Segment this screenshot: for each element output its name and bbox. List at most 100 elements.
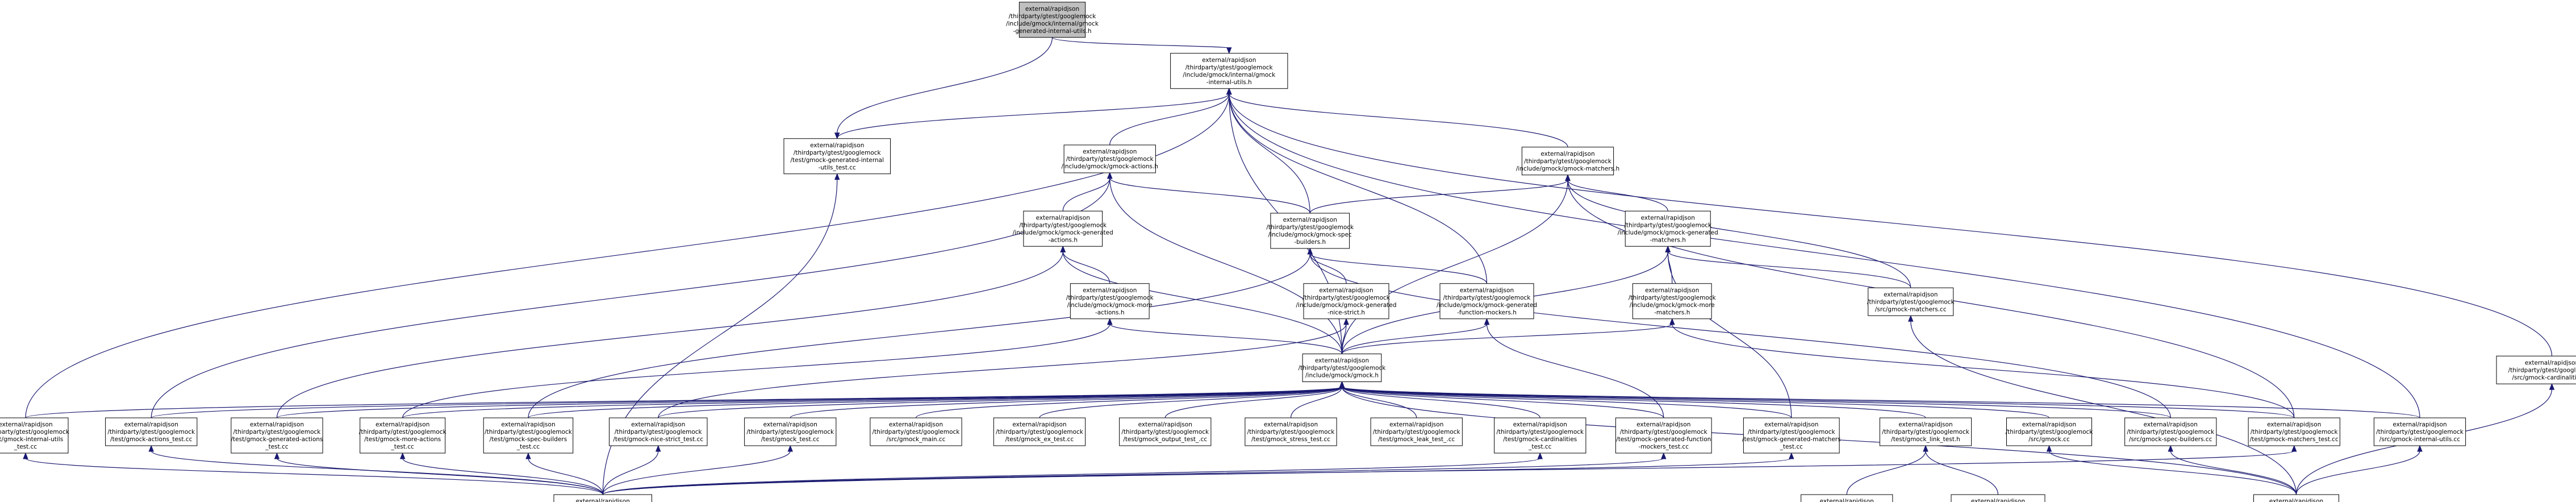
edge-arrowhead — [2549, 383, 2555, 390]
node-label-line: external/rapidjson — [889, 421, 943, 428]
edge-arrowhead — [1343, 318, 1349, 325]
node-label-line: -mockers_test.cc — [1639, 443, 1689, 450]
node-gen-actions-test[interactable]: external/rapidjson/thirdparty/gtest/goog… — [231, 417, 323, 454]
node-label-line: /include/gmock/internal/gmock — [1006, 20, 1099, 27]
node-box — [1868, 287, 1954, 316]
node-label-line: /include/gmock/gmock-more — [1067, 302, 1153, 309]
node-label-line: external/rapidjson — [1641, 214, 1695, 221]
edge-arrowhead — [1107, 318, 1113, 325]
node-label-line: /src/gmock-cardinalities.cc — [2512, 374, 2576, 381]
node-label-line: /thirdparty/gtest/googlemock — [1066, 156, 1154, 163]
node-box — [2253, 494, 2339, 502]
node-root[interactable]: external/rapidjson/thirdparty/gtest/goog… — [1006, 2, 1099, 38]
node-more-matchers-h[interactable]: external/rapidjson/thirdparty/gtest/goog… — [1629, 283, 1717, 320]
node-label-line: external/rapidjson — [250, 421, 304, 428]
node-ex-test[interactable]: external/rapidjson/thirdparty/gtest/goog… — [993, 417, 1086, 446]
node-box — [1439, 283, 1534, 320]
node-link-test-cc[interactable]: external/rapidjson/thirdparty/gtest/goog… — [1951, 494, 2045, 502]
node-label-line: external/rapidjson — [1460, 287, 1514, 294]
edge-arrowhead — [1661, 452, 1667, 459]
edge-gmock-h-to-actions-h — [1107, 172, 1343, 354]
node-spec-builders-test[interactable]: external/rapidjson/thirdparty/gtest/goog… — [483, 417, 574, 454]
node-output-test[interactable]: external/rapidjson/thirdparty/gtest/goog… — [1119, 417, 1212, 446]
node-link2-test[interactable]: external/rapidjson/thirdparty/gtest/goog… — [1801, 494, 1893, 502]
node-label-line: /thirdparty/gtest/googlemock — [794, 150, 882, 156]
node-label-line: /thirdparty/gtest/googlemock — [1620, 429, 1708, 435]
edge-line — [1341, 386, 2420, 418]
edge-all-test-to-more-actions-test — [400, 452, 603, 495]
node-label-line: -actions.h — [1095, 309, 1125, 316]
node-more-actions-h[interactable]: external/rapidjson/thirdparty/gtest/goog… — [1066, 283, 1154, 320]
node-matchers-cc[interactable]: external/rapidjson/thirdparty/gtest/goog… — [1867, 287, 1955, 316]
node-internal-utils-h[interactable]: external/rapidjson/thirdparty/gtest/goog… — [1170, 53, 1288, 89]
node-cardinalities-cc[interactable]: external/rapidjson/thirdparty/gtest/goog… — [2496, 355, 2576, 384]
edge-more-actions-test-to-more-actions-h — [402, 318, 1113, 418]
edge-arrowhead — [2168, 445, 2173, 452]
node-matchers-h[interactable]: external/rapidjson/thirdparty/gtest/goog… — [1516, 147, 1619, 176]
node-actions-test[interactable]: external/rapidjson/thirdparty/gtest/goog… — [105, 417, 198, 446]
edge-arrowhead — [1060, 245, 1066, 252]
node-internal-utils-cc[interactable]: external/rapidjson/thirdparty/gtest/goog… — [2373, 417, 2466, 446]
edge-line — [1341, 386, 1664, 418]
node-box — [1632, 283, 1712, 320]
node-gen-actions-h[interactable]: external/rapidjson/thirdparty/gtest/goog… — [1013, 210, 1113, 247]
node-leak-test[interactable]: external/rapidjson/thirdparty/gtest/goog… — [1370, 417, 1463, 446]
node-spec-builders-h[interactable]: external/rapidjson/thirdparty/gtest/goog… — [1266, 213, 1354, 249]
node-label-line: /thirdparty/gtest/googlemock — [1066, 294, 1154, 301]
edge-line — [1846, 450, 1926, 495]
node-label-line: -matchers.h — [1650, 237, 1686, 243]
node-gen-nice-strict-h[interactable]: external/rapidjson/thirdparty/gtest/goog… — [1296, 283, 1397, 320]
node-cardinalities-test[interactable]: external/rapidjson/thirdparty/gtest/goog… — [1494, 417, 1586, 454]
edge-line — [1229, 93, 2553, 356]
node-gmock-all-cc[interactable]: external/rapidjson/thirdparty/gtest/goog… — [2253, 494, 2341, 502]
node-gen-internal-utils-test[interactable]: external/rapidjson/thirdparty/gtest/goog… — [783, 138, 891, 175]
node-box — [2124, 417, 2217, 446]
edge-line — [2170, 450, 2297, 495]
node-gmock-test[interactable]: external/rapidjson/thirdparty/gtest/goog… — [744, 417, 837, 446]
node-label-line: /thirdparty/gtest/googlemock — [2376, 429, 2464, 435]
edge-internal-utils-cc-to-internal-utils-h — [1226, 88, 2420, 418]
node-all-test[interactable]: external/rapidjson/thirdparty/gtest/goog… — [553, 494, 652, 502]
edge-all-test-to-matchers-test — [602, 445, 2297, 495]
edge-arrowhead — [2046, 445, 2052, 452]
node-label-line: /thirdparty/gtest/googlemock — [233, 429, 322, 435]
edge-line — [1567, 180, 1668, 211]
node-label-line: /thirdparty/gtest/googlemock — [1019, 222, 1107, 229]
node-gmock-cc[interactable]: external/rapidjson/thirdparty/gtest/goog… — [2006, 417, 2094, 446]
node-label-line: external/rapidjson — [1513, 421, 1567, 428]
node-label-line: -nice-strict.h — [1327, 309, 1365, 316]
node-label-line: /thirdparty/gtest/googlemock — [1524, 158, 1612, 165]
node-label-line: external/rapidjson — [1389, 421, 1443, 428]
node-label-line: /include/gmock/gmock-matchers.h — [1516, 165, 1619, 172]
node-gen-matchers-test[interactable]: external/rapidjson/thirdparty/gtest/goog… — [1742, 417, 1841, 454]
node-box — [1625, 210, 1711, 247]
node-label-line: /thirdparty/gtest/googlemock — [359, 429, 447, 435]
node-link-test-h[interactable]: external/rapidjson/thirdparty/gtest/goog… — [1879, 417, 1972, 446]
node-actions-h[interactable]: external/rapidjson/thirdparty/gtest/goog… — [1061, 144, 1158, 173]
edge-actions-h-to-internal-utils-h — [1109, 88, 1232, 146]
node-internal-utils-test[interactable]: external/rapidjson/thirdparty/gtest/goog… — [0, 417, 70, 454]
edge-gmock-h-to-gen-function-mockers-h — [1341, 318, 1490, 354]
node-stress-test[interactable]: external/rapidjson/thirdparty/gtest/goog… — [1245, 417, 1337, 446]
node-gen-function-mockers-h[interactable]: external/rapidjson/thirdparty/gtest/goog… — [1437, 283, 1537, 320]
node-gen-matchers-h[interactable]: external/rapidjson/thirdparty/gtest/goog… — [1618, 210, 1718, 247]
edge-line — [602, 450, 2295, 495]
node-label-line: _test.cc — [265, 443, 289, 450]
node-box — [1743, 417, 1840, 454]
edge-line — [1109, 177, 1343, 354]
node-gmock-main[interactable]: external/rapidjson/thirdparty/gtest/goog… — [870, 417, 962, 446]
edge-line — [602, 179, 838, 495]
edge-arrowhead — [656, 445, 661, 452]
node-label-line: external/rapidjson — [1898, 421, 1952, 428]
node-nice-strict-test[interactable]: external/rapidjson/thirdparty/gtest/goog… — [609, 417, 708, 446]
node-gmock-h[interactable]: external/rapidjson/thirdparty/gtest/goog… — [1299, 354, 1387, 382]
edge-line — [1341, 386, 2171, 418]
node-label-line: /test/gmock-cardinalities — [1503, 436, 1577, 443]
node-gen-function-mockers-test[interactable]: external/rapidjson/thirdparty/gtest/goog… — [1615, 417, 1712, 454]
node-more-actions-test[interactable]: external/rapidjson/thirdparty/gtest/goog… — [359, 417, 447, 454]
node-spec-builders-cc[interactable]: external/rapidjson/thirdparty/gtest/goog… — [2124, 417, 2217, 446]
node-box — [870, 417, 962, 446]
edge-gen-nice-strict-h-to-spec-builders-h — [1307, 247, 1347, 284]
node-matchers-test[interactable]: external/rapidjson/thirdparty/gtest/goog… — [2248, 417, 2340, 446]
